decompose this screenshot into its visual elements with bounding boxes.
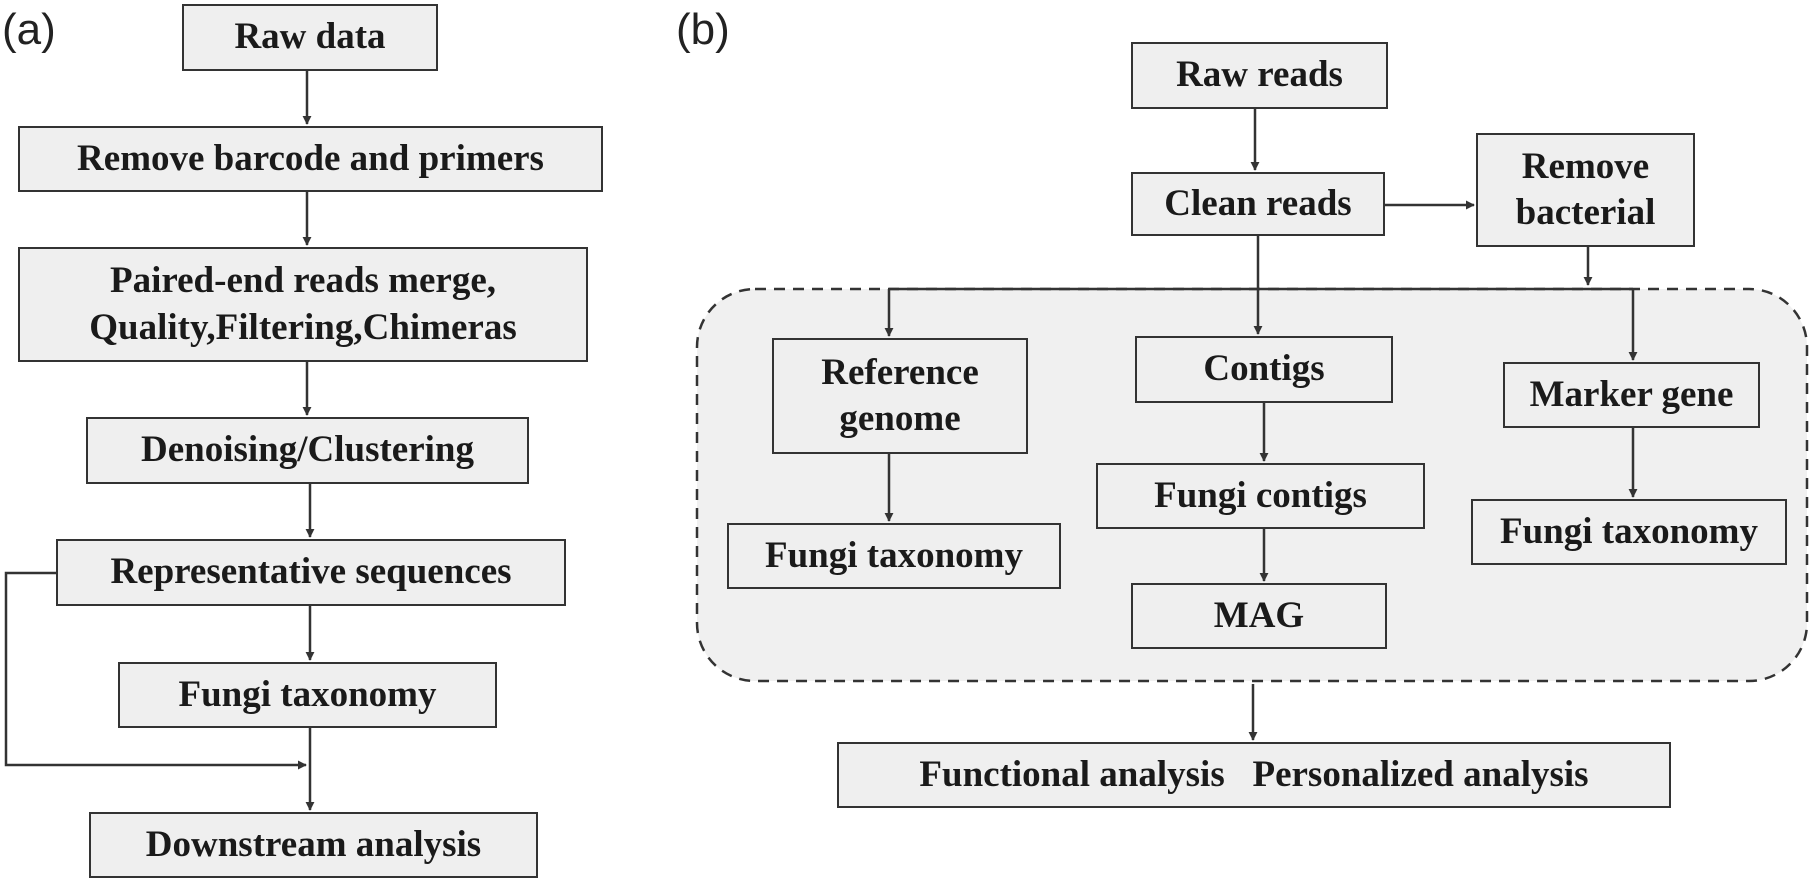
remove-barcode-text: Remove barcode and primers xyxy=(77,137,544,179)
mag-box: MAG xyxy=(1131,583,1387,649)
paired-end-line1: Paired-end reads merge, xyxy=(109,260,497,302)
fungi-contigs-box: Fungi contigs xyxy=(1096,463,1425,529)
panel-a-arrows xyxy=(4,71,315,811)
fungi-taxonomy-left-box: Fungi taxonomy xyxy=(727,523,1061,589)
marker-gene-box: Marker gene xyxy=(1503,362,1760,428)
contigs-text: Contigs xyxy=(1203,348,1325,390)
fungi-taxonomy-a-text: Fungi taxonomy xyxy=(178,673,437,715)
marker-gene-text: Marker gene xyxy=(1529,373,1734,415)
fungi-contigs-text: Fungi contigs xyxy=(1154,474,1367,516)
fungi-taxonomy-left-text: Fungi taxonomy xyxy=(764,534,1023,576)
clean-reads-box: Clean reads xyxy=(1131,172,1385,236)
remove-bacterial-line1: Remove xyxy=(1521,145,1650,187)
paired-end-box: Paired-end reads merge, Quality,Filterin… xyxy=(18,247,588,362)
paired-end-line2: Quality,Filtering,Chimeras xyxy=(89,306,517,348)
arrow-rep-bypass xyxy=(4,571,307,770)
contigs-box: Contigs xyxy=(1135,336,1393,403)
clean-reads-text: Clean reads xyxy=(1164,182,1352,224)
raw-reads-text: Raw reads xyxy=(1176,54,1343,96)
raw-reads-box: Raw reads xyxy=(1131,42,1388,109)
denoising-box: Denoising/Clustering xyxy=(86,417,529,484)
fungi-taxonomy-right-box: Fungi taxonomy xyxy=(1471,499,1787,565)
denoising-text: Denoising/Clustering xyxy=(140,429,475,471)
raw-data-text: Raw data xyxy=(234,16,386,58)
fungi-taxonomy-right-text: Fungi taxonomy xyxy=(1499,510,1758,552)
reference-genome-line1: Reference xyxy=(821,351,979,393)
panel-b-label: (b) xyxy=(676,5,730,54)
downstream-text: Downstream analysis xyxy=(145,823,482,865)
fungi-taxonomy-a-box: Fungi taxonomy xyxy=(118,662,497,728)
mag-text: MAG xyxy=(1213,594,1305,636)
final-analysis-box: Functional analysis Personalized analysi… xyxy=(837,742,1671,808)
remove-bacterial-line2: bacterial xyxy=(1515,192,1656,233)
reference-genome-box: Reference genome xyxy=(772,338,1028,454)
final-analysis-text: Functional analysis Personalized analysi… xyxy=(919,753,1589,795)
representative-box: Representative sequences xyxy=(56,539,566,606)
remove-barcode-box: Remove barcode and primers xyxy=(18,126,603,192)
representative-text: Representative sequences xyxy=(110,551,512,593)
panel-a-label: (a) xyxy=(2,5,56,54)
downstream-box: Downstream analysis xyxy=(89,812,538,878)
remove-bacterial-box: Remove bacterial xyxy=(1476,133,1695,247)
reference-genome-line2: genome xyxy=(839,398,961,439)
raw-data-box: Raw data xyxy=(182,4,438,71)
panel-b-arrows xyxy=(884,109,1638,741)
